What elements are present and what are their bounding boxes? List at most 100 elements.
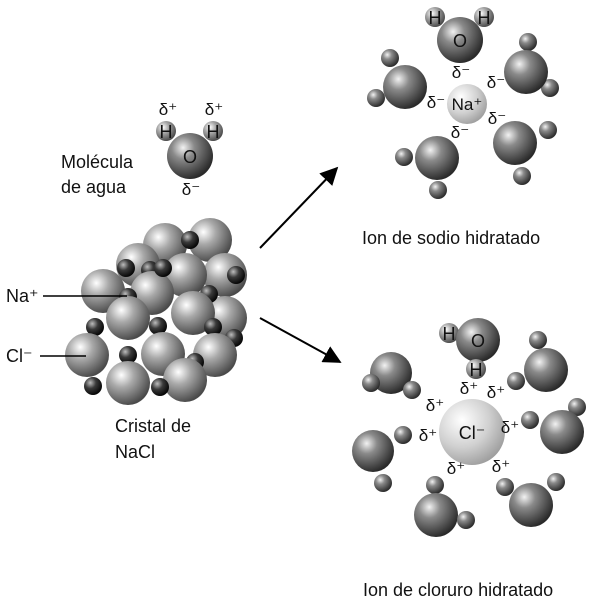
chloride-caption: Ion de cloruro hidratado — [363, 580, 553, 600]
crystal-cl-label: Cl⁻ — [6, 346, 33, 366]
delta-minus-label: δ⁻ — [452, 63, 470, 82]
water-caption-line2: de agua — [61, 177, 127, 197]
chloride-ion — [171, 291, 215, 335]
chloride-ion — [163, 253, 207, 297]
chloride-ion — [188, 218, 232, 262]
delta-plus-label: δ⁺ — [501, 418, 519, 437]
oxygen-label: O — [471, 331, 485, 351]
oxygen-atom — [383, 65, 427, 109]
hydrated-sodium-ion: H H O Na⁺ δ⁻ δ⁻ δ⁻ δ⁻ δ⁻ Ion de sodio hi… — [362, 7, 559, 248]
oxygen-atom — [509, 483, 553, 527]
hydrogen-atom — [394, 426, 412, 444]
sodium-ion — [84, 377, 102, 395]
hydrogen-atom — [429, 181, 447, 199]
sodium-ion — [154, 259, 172, 277]
sodium-center-ion — [447, 84, 487, 124]
oxygen-label: O — [453, 31, 467, 51]
sodium-ion — [151, 378, 169, 396]
oxygen-label: O — [183, 147, 197, 167]
delta-minus-label: δ⁻ — [451, 123, 469, 142]
sodium-ion — [119, 346, 137, 364]
hydrogen-atom — [439, 323, 459, 343]
chloride-ion — [193, 333, 237, 377]
hydrogen-atom — [541, 79, 559, 97]
oxygen-atom — [167, 133, 213, 179]
delta-minus-label: δ⁻ — [488, 109, 506, 128]
hydrogen-atom — [466, 359, 486, 379]
chloride-ion-label: Cl⁻ — [459, 423, 486, 443]
hydrogen-label: H — [443, 324, 456, 344]
hydrogen-atom — [539, 121, 557, 139]
hydrogen-atom — [513, 167, 531, 185]
sodium-ion-label: Na⁺ — [452, 95, 483, 114]
delta-plus-label: δ⁺ — [426, 396, 444, 415]
hydrogen-atom — [496, 478, 514, 496]
delta-plus-label: δ⁺ — [159, 100, 177, 119]
sodium-ion — [149, 317, 167, 335]
arrow-to-sodium — [259, 166, 339, 249]
hydrogen-atom — [374, 474, 392, 492]
delta-minus-label: δ⁻ — [487, 73, 505, 92]
crystal-caption-line1: Cristal de — [115, 416, 191, 436]
hydrogen-atom — [521, 411, 539, 429]
hydrogen-atom — [507, 372, 525, 390]
hydrogen-atom — [425, 7, 445, 27]
arrow-to-chloride — [259, 317, 342, 363]
delta-plus-label: δ⁺ — [460, 379, 478, 398]
chloride-ion — [163, 358, 207, 402]
hydrogen-atom — [426, 476, 444, 494]
oxygen-atom — [415, 136, 459, 180]
hydrogen-atom — [474, 7, 494, 27]
oxygen-atom — [540, 410, 584, 454]
chloride-center-ion — [439, 399, 505, 465]
hydrogen-label: H — [478, 8, 491, 28]
hydrogen-atom — [403, 381, 421, 399]
hydrogen-atom — [367, 89, 385, 107]
delta-minus-label: δ⁻ — [182, 180, 200, 199]
sodium-ion — [204, 318, 222, 336]
delta-plus-label: δ⁺ — [487, 383, 505, 402]
delta-plus-label: δ⁺ — [492, 457, 510, 476]
hydrogen-atom — [568, 398, 586, 416]
hydrated-chloride-ion: H O H Cl⁻ δ⁺ δ⁺ δ⁺ δ⁺ δ⁺ δ⁺ — [352, 318, 586, 600]
hydrogen-label: H — [207, 122, 220, 142]
hydrogen-atom — [156, 121, 176, 141]
hydrogen-label: H — [160, 122, 173, 142]
oxygen-atom — [370, 352, 412, 394]
sodium-caption: Ion de sodio hidratado — [362, 228, 540, 248]
hydrogen-label: H — [429, 8, 442, 28]
hydrogen-label: H — [470, 360, 483, 380]
oxygen-atom — [504, 50, 548, 94]
delta-minus-label: δ⁻ — [427, 93, 445, 112]
chloride-ion — [106, 296, 150, 340]
hydrogen-atom — [203, 121, 223, 141]
hydrogen-atom — [381, 49, 399, 67]
oxygen-atom — [493, 121, 537, 165]
delta-plus-label: δ⁺ — [447, 459, 465, 478]
water-caption-line1: Molécula — [61, 152, 134, 172]
oxygen-atom — [352, 430, 394, 472]
hydrogen-atom — [395, 148, 413, 166]
crystal-na-label: Na⁺ — [6, 286, 39, 306]
oxygen-atom — [437, 17, 483, 63]
sodium-ion — [86, 318, 104, 336]
water-molecule: H H O δ⁺ δ⁺ δ⁻ Molécula de agua — [61, 100, 223, 199]
chloride-ion — [203, 253, 247, 297]
oxygen-atom — [524, 348, 568, 392]
hydrogen-atom — [519, 33, 537, 51]
crystal-caption-line2: NaCl — [115, 442, 155, 462]
delta-plus-label: δ⁺ — [419, 426, 437, 445]
hydrogen-atom — [547, 473, 565, 491]
sodium-ion — [181, 231, 199, 249]
sodium-ion — [227, 266, 245, 284]
nacl-crystal: Na⁺ Cl⁻ Cristal de NaCl — [6, 218, 247, 462]
oxygen-atom — [456, 318, 500, 362]
chloride-ion — [106, 361, 150, 405]
hydrogen-atom — [457, 511, 475, 529]
delta-plus-label: δ⁺ — [205, 100, 223, 119]
sodium-ion — [117, 259, 135, 277]
oxygen-atom — [414, 493, 458, 537]
chloride-ion — [65, 333, 109, 377]
hydrogen-atom — [362, 374, 380, 392]
